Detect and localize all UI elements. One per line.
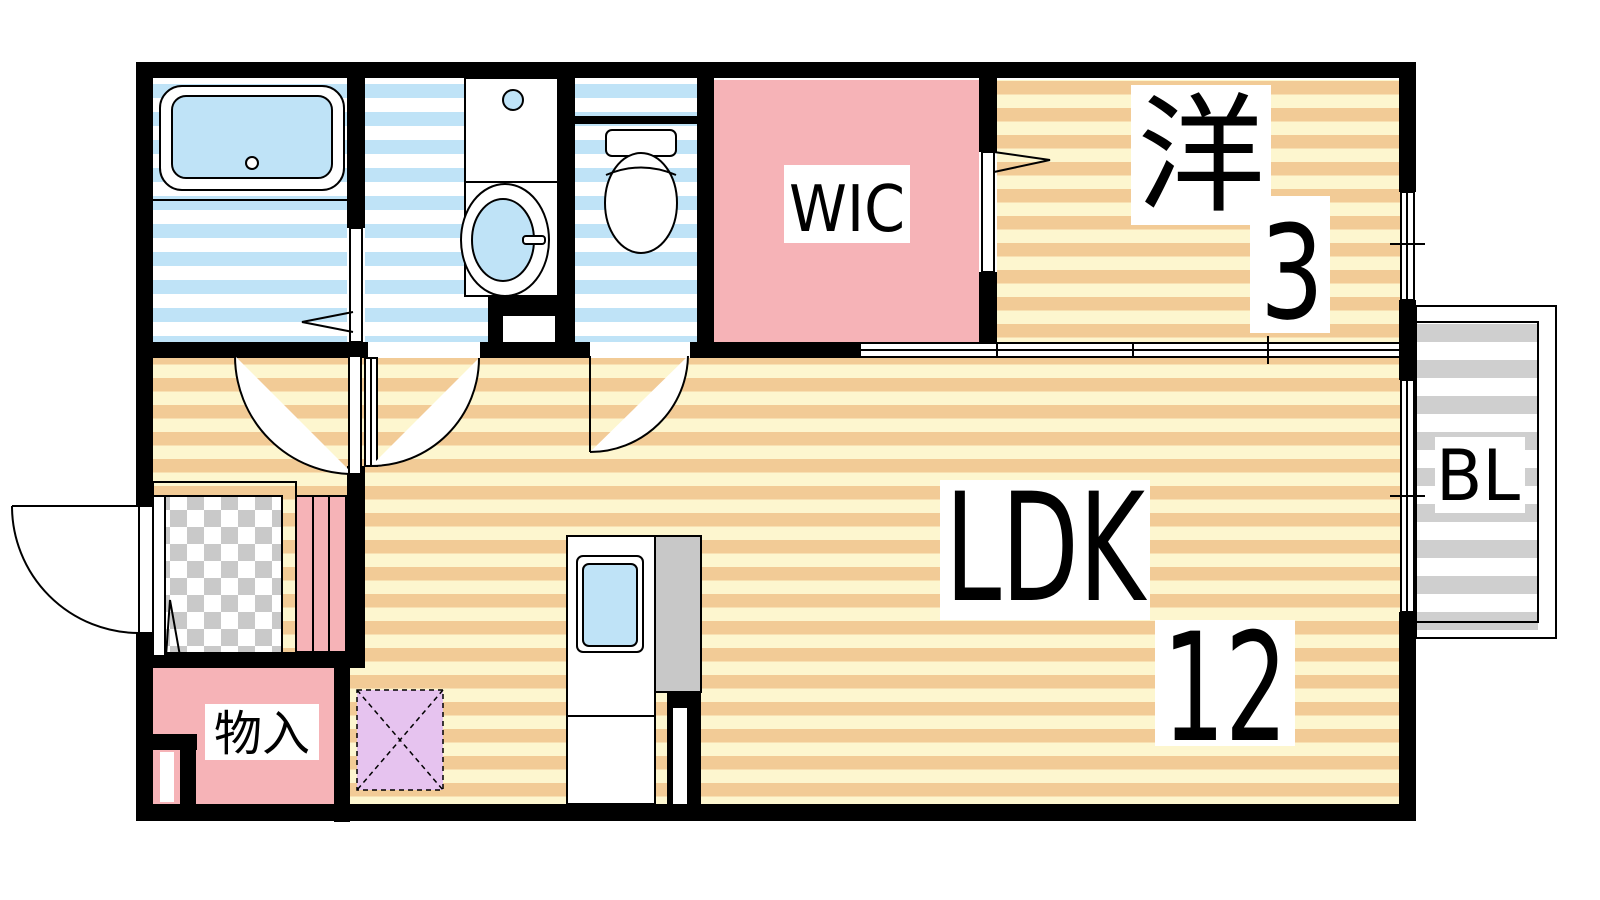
western-room-door[interactable] [981, 151, 1051, 273]
wic-label-group: WIC [784, 165, 910, 247]
kitchen-sink-icon [576, 555, 644, 653]
balcony-outline [1415, 305, 1557, 639]
washroom-box-inset [503, 316, 555, 342]
toilet-door[interactable] [589, 355, 689, 453]
hall-door[interactable] [234, 355, 362, 475]
storage-label-group: 物入 [205, 704, 319, 762]
entrance-floor [153, 496, 282, 653]
washroom-door[interactable] [364, 357, 480, 467]
balcony-label: BL [1436, 435, 1520, 517]
wic-label: WIC [789, 173, 905, 247]
balcony-window[interactable] [1390, 379, 1425, 613]
ldk-label: LDK [945, 462, 1147, 636]
washbasin-icon [460, 181, 559, 297]
kitchen-stub-inset [673, 708, 687, 804]
refrigerator-space [654, 535, 702, 693]
balcony-label-group: BL [1435, 435, 1525, 517]
western-room-label-group: 洋 3 [1131, 82, 1330, 349]
sliding-partition[interactable] [859, 336, 1401, 364]
storage-corner-inset [160, 752, 174, 802]
bathroom-door[interactable] [301, 227, 363, 343]
western-room-size: 3 [1260, 197, 1324, 349]
washing-machine-space [464, 77, 559, 183]
toilet-icon [604, 129, 678, 254]
bathtub-icon [153, 85, 347, 201]
western-room-label: 洋 [1137, 82, 1265, 231]
entrance-door[interactable] [11, 505, 154, 634]
shoe-cabinet [295, 495, 347, 653]
storage-label: 物入 [214, 706, 310, 762]
entrance-step [152, 481, 297, 667]
ldk-size: 12 [1163, 602, 1288, 776]
western-room-window [1390, 191, 1425, 301]
ldk-label-group: LDK 12 [940, 462, 1295, 776]
floor-hatch-icon [356, 689, 444, 791]
